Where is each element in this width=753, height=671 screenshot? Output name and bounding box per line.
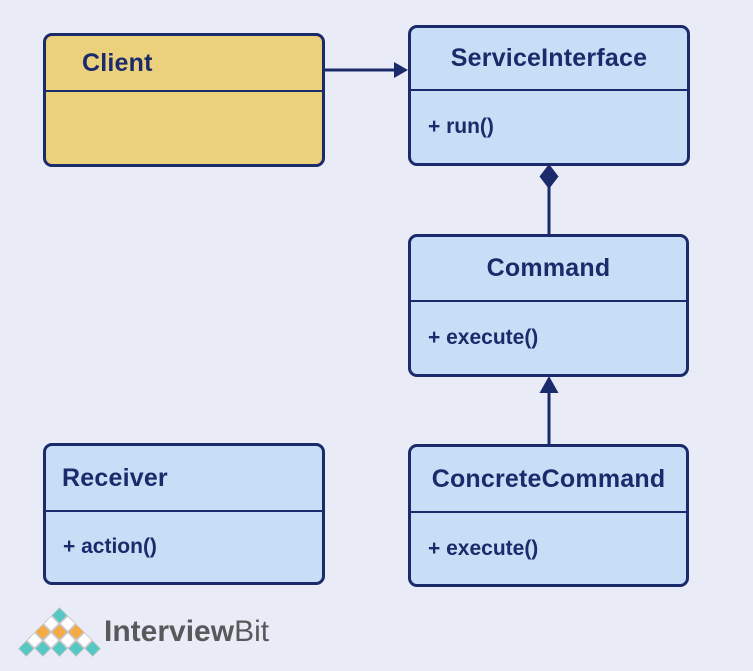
class-title: ConcreteCommand — [411, 447, 686, 513]
arrowhead-up-icon — [539, 376, 559, 393]
class-methods: + execute() — [428, 536, 539, 560]
wordmark-light-part: Bit — [234, 615, 270, 648]
class-box-service-interface: ServiceInterface + run() — [408, 25, 690, 166]
class-box-concrete-command: ConcreteCommand + execute() — [408, 444, 689, 587]
arrowhead-right-icon — [394, 62, 408, 78]
inheritance-connector-concretecommand-command — [539, 376, 559, 445]
interviewbit-wordmark: InterviewBit — [104, 604, 269, 660]
class-box-command: Command + execute() — [408, 234, 689, 377]
interviewbit-logo: InterviewBit — [18, 604, 269, 660]
aggregation-connector-serviceinterface-command — [539, 164, 559, 235]
interviewbit-pyramid-icon — [18, 607, 101, 657]
class-title: Command — [411, 237, 686, 302]
association-arrow-client-serviceinterface — [325, 62, 408, 78]
wordmark-bold-part: Interview — [104, 615, 235, 648]
class-title: Receiver — [46, 446, 322, 512]
class-title: ServiceInterface — [411, 28, 687, 91]
class-methods: + run() — [428, 115, 494, 138]
class-methods: + execute() — [428, 326, 539, 349]
aggregation-diamond-icon — [539, 164, 559, 189]
class-box-receiver: Receiver + action() — [43, 443, 325, 585]
class-methods — [46, 92, 322, 164]
class-title: Client — [46, 36, 322, 92]
class-box-client: Client — [43, 33, 325, 167]
class-methods: + action() — [63, 535, 157, 558]
